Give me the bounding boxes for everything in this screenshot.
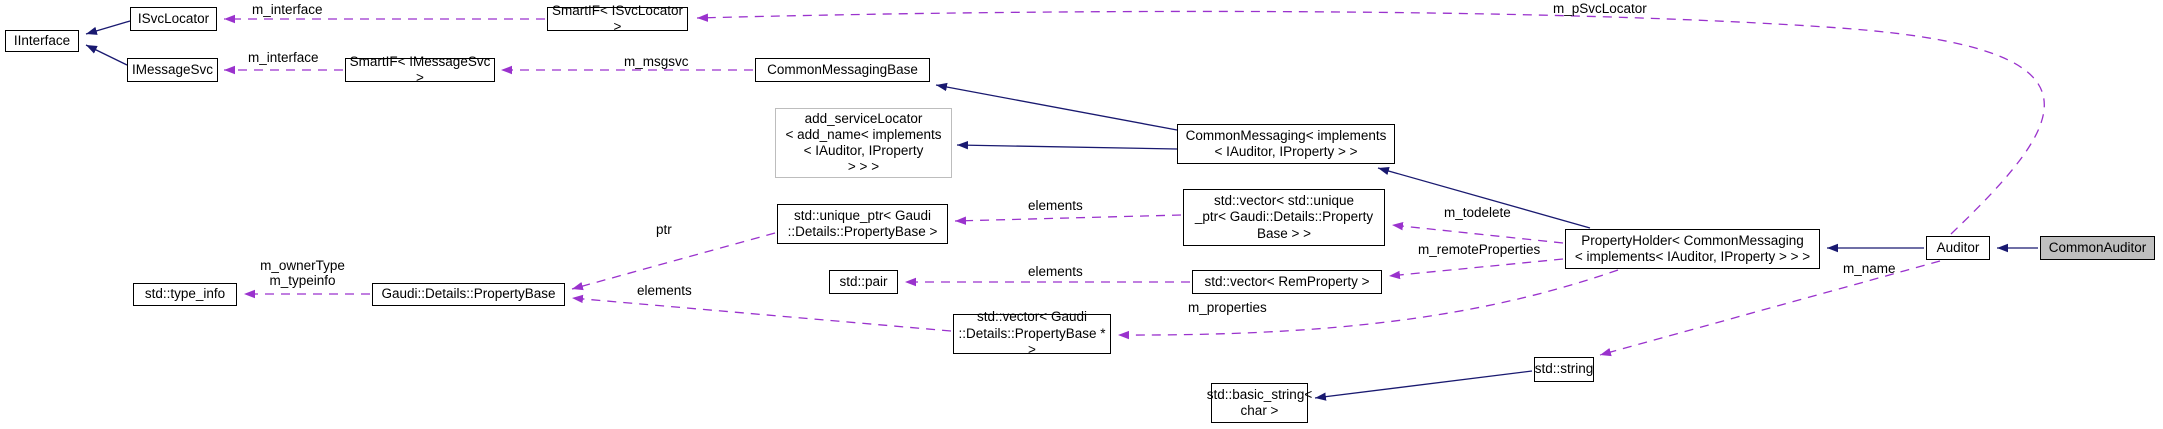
node-smartif-isvclocator[interactable]: SmartIF< ISvcLocator > xyxy=(547,3,688,34)
edge-stdstring-to-basicstring xyxy=(1314,370,1533,401)
edge-propertyholder-to-commonmessaging xyxy=(1377,166,1591,229)
edge-commonmessaging-to-add-servicelocator xyxy=(956,141,1178,150)
node-gaudi-propertybase[interactable]: Gaudi::Details::PropertyBase xyxy=(372,283,565,306)
node-std-pair[interactable]: std::pair xyxy=(829,270,898,294)
edge-label-m-interface-top: m_interface xyxy=(252,2,323,17)
edge-elements-propertybase xyxy=(571,294,952,332)
edge-label-m-interface-mid: m_interface xyxy=(248,50,319,65)
node-smartif-imessagesvc[interactable]: SmartIF< IMessageSvc > xyxy=(345,54,495,85)
edge-label-elements-pair: elements xyxy=(1028,264,1083,279)
node-isvclocator[interactable]: ISvcLocator xyxy=(130,7,217,31)
edge-label-m-todelete: m_todelete xyxy=(1444,205,1511,220)
edge-commonmessaging-to-commonmessagingbase xyxy=(935,82,1178,131)
edge-isvclocator-to-iinterface xyxy=(85,20,131,35)
node-commonmessagingbase[interactable]: CommonMessagingBase xyxy=(755,58,930,82)
edge-label-ptr: ptr xyxy=(656,222,672,237)
edge-m-psvclocator xyxy=(696,10,2045,235)
edge-label-m-msgsvc: m_msgsvc xyxy=(624,54,689,69)
node-type-info[interactable]: std::type_info xyxy=(133,283,237,306)
node-vector-remproperty[interactable]: std::vector< RemProperty > xyxy=(1192,270,1382,294)
edge-elements-uniqueptr xyxy=(954,214,1182,225)
edge-ptr xyxy=(571,232,776,291)
edge-label-elements-propertybase: elements xyxy=(637,283,692,298)
node-unique-ptr[interactable]: std::unique_ptr< Gaudi ::Details::Proper… xyxy=(777,204,948,244)
edge-imessagesvc-to-iinterface xyxy=(85,44,128,66)
edge-label-m-remoteproperties: m_remoteProperties xyxy=(1418,242,1541,257)
edge-label-elements-unique: elements xyxy=(1028,198,1083,213)
node-add-servicelocator: add_serviceLocator < add_name< implement… xyxy=(775,108,952,178)
node-imessagesvc[interactable]: IMessageSvc xyxy=(127,58,218,82)
edge-m-properties xyxy=(1117,269,1619,340)
node-auditor[interactable]: Auditor xyxy=(1926,236,1990,260)
edge-label-m-properties: m_properties xyxy=(1188,300,1267,315)
node-commonauditor[interactable]: CommonAuditor xyxy=(2040,236,2155,260)
edge-label-m-psvclocator: m_pSvcLocator xyxy=(1553,1,1647,16)
node-commonmessaging[interactable]: CommonMessaging< implements < IAuditor, … xyxy=(1177,124,1395,164)
edge-m-todelete xyxy=(1391,221,1564,244)
node-propertyholder[interactable]: PropertyHolder< CommonMessaging < implem… xyxy=(1565,229,1820,269)
edge-m-name xyxy=(1599,260,1941,357)
node-vector-unique-ptr[interactable]: std::vector< std::unique _ptr< Gaudi::De… xyxy=(1183,189,1385,246)
node-iinterface[interactable]: IInterface xyxy=(5,30,79,52)
edge-label-m-name: m_name xyxy=(1843,261,1896,276)
node-vector-propertybase[interactable]: std::vector< Gaudi ::Details::PropertyBa… xyxy=(953,309,1111,357)
node-basic-string[interactable]: std::basic_string< char > xyxy=(1207,383,1312,423)
edge-m-remoteproperties xyxy=(1388,258,1564,280)
edge-label-m-ownertype-typeinfo: m_ownerType m_typeinfo xyxy=(260,258,345,288)
node-std-string[interactable]: std::string xyxy=(1534,357,1594,382)
